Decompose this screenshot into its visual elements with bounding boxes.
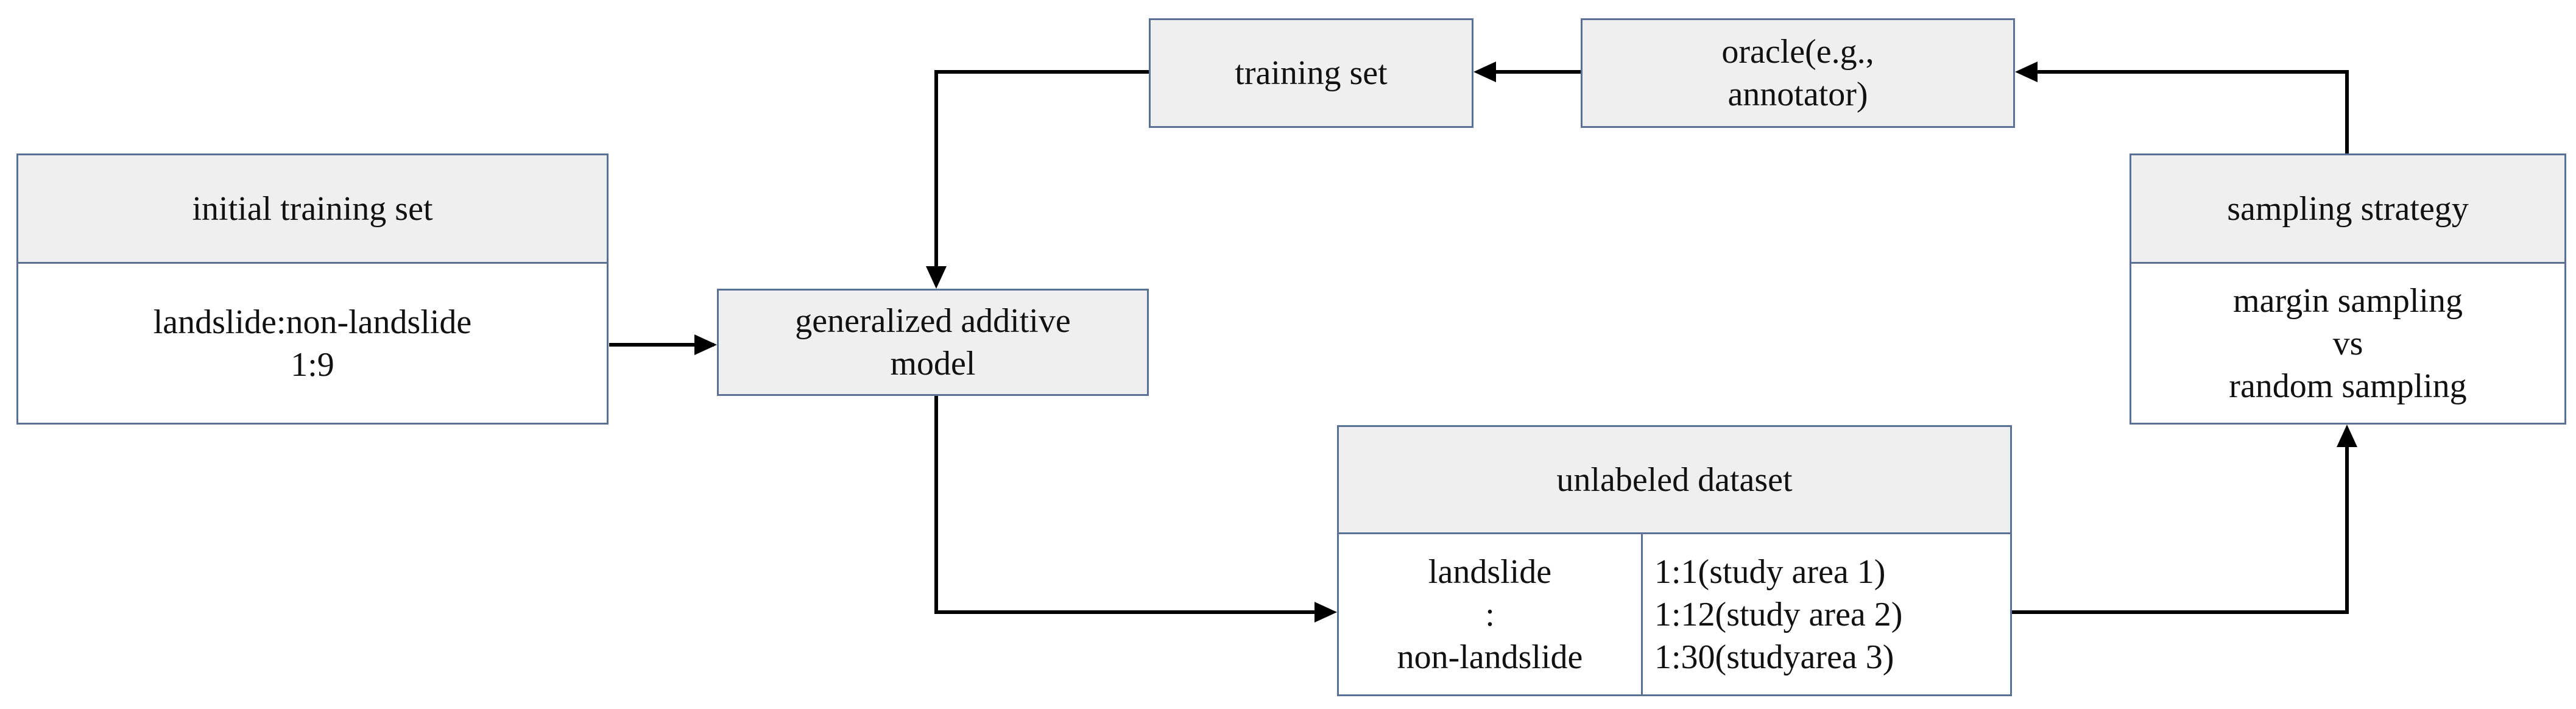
generalized-additive-model-box: generalized additive model <box>717 289 1149 396</box>
unlabeled-ratio-study-area-2: 1:12(study area 2) <box>1654 595 1903 633</box>
oracle-label-line1: oracle(e.g., <box>1721 33 1874 71</box>
unlabeled-left-line1: landslide <box>1428 552 1552 591</box>
arrow-sampling-to-oracle <box>2020 70 2349 153</box>
unlabeled-left-line2: : <box>1485 595 1495 633</box>
arrowhead-sampling-bottom <box>2337 425 2357 447</box>
unlabeled-dataset-title: unlabeled dataset <box>1556 460 1793 499</box>
arrow-training-set-to-gam <box>934 70 1149 284</box>
arrowhead-unlabeled-left <box>1314 602 1337 623</box>
unlabeled-dataset-right-column: 1:1(study area 1) 1:12(study area 2) 1:3… <box>1654 534 2004 694</box>
oracle-label-line2: annotator) <box>1727 76 1868 113</box>
unlabeled-ratio-study-area-3: 1:30(studyarea 3) <box>1654 638 1894 676</box>
unlabeled-dataset-column-divider <box>1641 534 1643 694</box>
unlabeled-dataset-left-column: landslide : non-landslide <box>1339 534 1641 694</box>
arrowhead-oracle-right <box>2015 62 2038 82</box>
initial-training-set-title: initial training set <box>192 189 433 228</box>
arrowhead-gam-top <box>926 266 947 289</box>
sampling-option-margin: margin sampling <box>2233 281 2463 320</box>
initial-training-set-ratio-value: 1:9 <box>291 345 334 384</box>
training-set-box: training set <box>1149 18 1473 128</box>
sampling-vs-label: vs <box>2332 324 2363 362</box>
arrowhead-gam-left <box>694 334 717 355</box>
arrow-gam-to-unlabeled <box>934 396 1333 614</box>
initial-training-set-box: initial training set landslide:non-lands… <box>16 153 609 425</box>
training-set-label: training set <box>1235 54 1388 92</box>
sampling-strategy-header: sampling strategy <box>2131 155 2564 264</box>
sampling-strategy-title: sampling strategy <box>2227 189 2469 228</box>
unlabeled-dataset-box: unlabeled dataset landslide : non-landsl… <box>1337 425 2012 696</box>
sampling-strategy-box: sampling strategy margin sampling vs ran… <box>2130 153 2566 425</box>
sampling-option-random: random sampling <box>2229 367 2467 405</box>
gam-label-line2: model <box>890 345 976 383</box>
initial-training-set-body: landslide:non-landslide 1:9 <box>18 264 607 423</box>
sampling-strategy-body: margin sampling vs random sampling <box>2131 264 2564 423</box>
initial-training-set-header: initial training set <box>18 155 607 264</box>
initial-training-set-ratio-label: landslide:non-landslide <box>153 303 472 341</box>
arrowhead-training-set-right <box>1473 62 1496 82</box>
gam-label-line1: generalized additive <box>795 302 1071 340</box>
oracle-box: oracle(e.g., annotator) <box>1581 18 2015 128</box>
unlabeled-ratio-study-area-1: 1:1(study area 1) <box>1654 552 1886 591</box>
arrow-unlabeled-to-sampling <box>2012 429 2349 614</box>
unlabeled-left-line3: non-landslide <box>1397 638 1583 676</box>
unlabeled-dataset-header: unlabeled dataset <box>1339 427 2010 534</box>
